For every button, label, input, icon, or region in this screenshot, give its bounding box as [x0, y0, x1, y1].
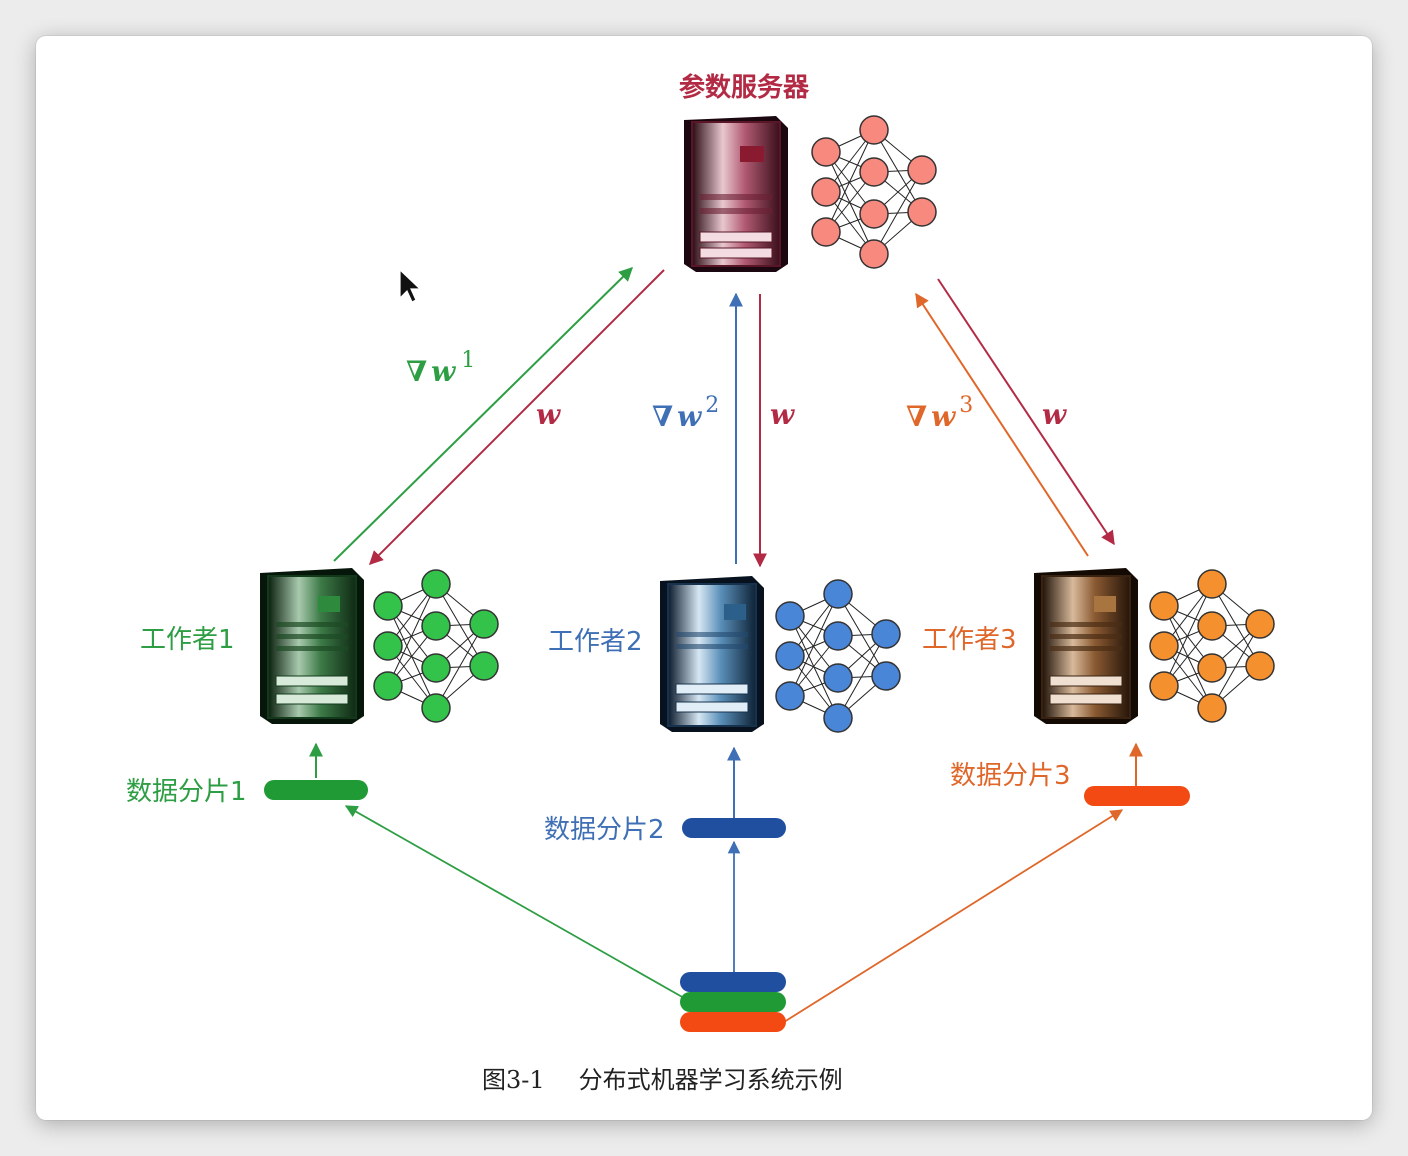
nn-node	[823, 663, 853, 693]
worker-server-icon-2	[660, 576, 764, 732]
weight-label-2: w	[770, 398, 795, 431]
weight-label-1: w	[536, 398, 561, 431]
shard-label-3: 数据分片3	[950, 761, 1071, 791]
nn-node	[1197, 693, 1227, 723]
nn-node	[421, 693, 451, 723]
worker-neural-network-icon-1	[373, 569, 499, 723]
nn-node	[859, 239, 889, 269]
nn-node	[1197, 611, 1227, 641]
worker-server-icon-1	[260, 568, 364, 724]
dataset-to-shard-arrow-1	[344, 805, 685, 999]
weight-label-3: w	[1042, 398, 1067, 431]
worker-neural-network-icon-3	[1149, 569, 1275, 723]
weight-arrow-3	[937, 278, 1115, 546]
nn-node	[775, 641, 805, 671]
nn-node	[373, 591, 403, 621]
nn-edge	[1211, 623, 1261, 709]
worker-neural-network-icon-2	[775, 579, 901, 733]
nn-node	[823, 579, 853, 609]
worker-label-1: 工作者1	[140, 625, 235, 655]
worker-server-icon-3	[1034, 568, 1138, 724]
weight-arrow-1	[369, 269, 665, 565]
worker-label-3: 工作者3	[922, 625, 1017, 655]
nn-node	[421, 611, 451, 641]
caption-figure-number: 图3-1	[482, 1066, 545, 1094]
nn-node	[775, 601, 805, 631]
nn-node	[823, 621, 853, 651]
nn-edge	[873, 169, 923, 255]
nn-node	[823, 703, 853, 733]
nn-node	[811, 177, 841, 207]
nn-node	[421, 653, 451, 683]
nn-node	[373, 671, 403, 701]
worker-label-2: 工作者2	[548, 627, 643, 657]
server-icon	[684, 116, 788, 272]
nn-node	[469, 609, 499, 639]
nn-node	[373, 631, 403, 661]
data-shard-3	[1084, 786, 1190, 806]
nn-edge	[789, 593, 839, 697]
nn-node	[1197, 569, 1227, 599]
server-label: 参数服务器	[679, 72, 810, 103]
nn-node	[907, 197, 937, 227]
nn-edge	[387, 583, 437, 687]
nn-node	[469, 651, 499, 681]
shard-label-2: 数据分片2	[544, 815, 665, 845]
caption-title: 分布式机器学习系统示例	[579, 1066, 843, 1094]
nn-node	[907, 155, 937, 185]
nn-edge	[837, 633, 887, 719]
dataset-to-shard-arrow-3	[783, 809, 1124, 1023]
shard-label-1: 数据分片1	[126, 777, 247, 807]
nn-node	[811, 217, 841, 247]
nn-edge	[825, 129, 875, 233]
nn-node	[1149, 631, 1179, 661]
nn-node	[859, 157, 889, 187]
nn-node	[1245, 651, 1275, 681]
nn-node	[775, 681, 805, 711]
nn-node	[859, 115, 889, 145]
nn-node	[859, 199, 889, 229]
arrow-pointer-icon	[399, 268, 422, 303]
full-dataset-icon	[680, 972, 786, 1032]
nn-node	[1245, 609, 1275, 639]
figure-caption: 图3-1 分布式机器学习系统示例	[482, 1066, 843, 1094]
data-shard-1	[264, 780, 368, 800]
nn-node	[871, 661, 901, 691]
nn-node	[1149, 591, 1179, 621]
nn-node	[1149, 671, 1179, 701]
nn-edge	[1163, 583, 1213, 687]
nn-node	[811, 137, 841, 167]
data-shard-2	[682, 818, 786, 838]
gradient-arrow-1	[333, 267, 633, 562]
nn-edge	[435, 623, 485, 709]
nn-node	[1197, 653, 1227, 683]
nn-node	[871, 619, 901, 649]
nn-node	[421, 569, 451, 599]
server-neural-network-icon	[811, 115, 937, 269]
gradient-arrow-3	[915, 292, 1089, 557]
